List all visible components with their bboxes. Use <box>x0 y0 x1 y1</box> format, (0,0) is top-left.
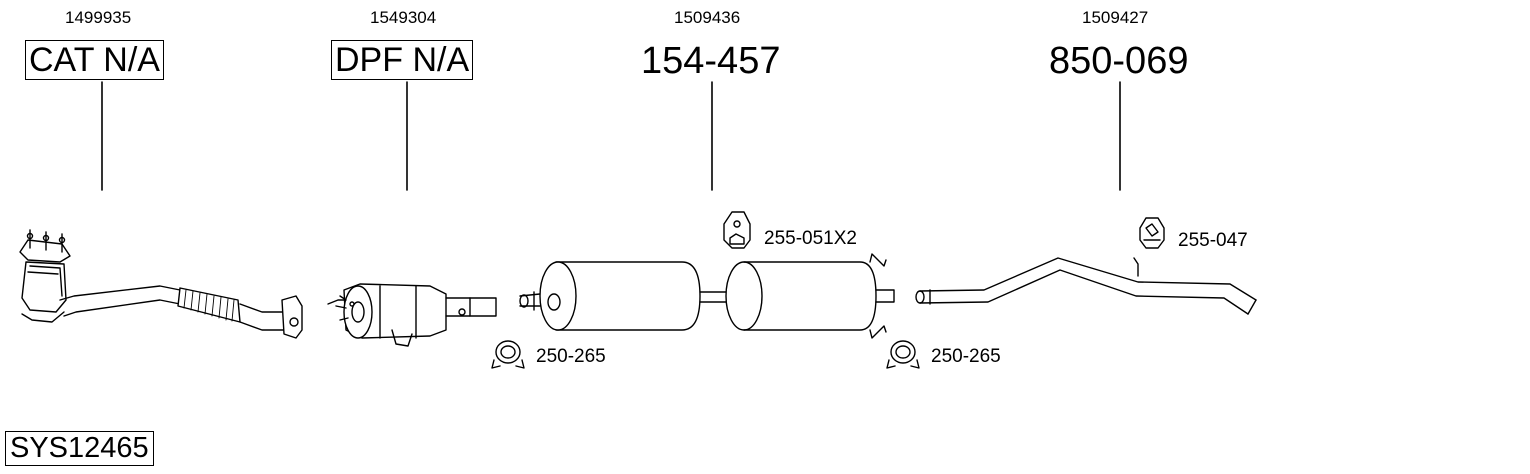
accessory-label-hanger-1[interactable]: 255-051X2 <box>764 228 857 249</box>
rubber-hanger-icon[interactable] <box>723 211 751 249</box>
accessory-label-clamp-2[interactable]: 250-265 <box>931 346 1001 367</box>
leader-lines <box>101 81 1121 191</box>
tailpipe-icon[interactable] <box>915 257 1257 315</box>
oem-number-cat: 1499935 <box>65 8 132 27</box>
catalytic-converter-icon[interactable] <box>19 229 303 339</box>
part-label-cat[interactable]: CAT N/A <box>25 40 164 80</box>
part-label-muffler[interactable]: 154-457 <box>641 40 781 82</box>
silencer-icon[interactable] <box>519 253 895 339</box>
part-label-tailpipe[interactable]: 850-069 <box>1049 40 1189 82</box>
clamp-icon[interactable] <box>886 340 920 369</box>
clamp-icon[interactable] <box>491 340 525 369</box>
accessory-label-clamp-1[interactable]: 250-265 <box>536 346 606 367</box>
rubber-hanger-icon[interactable] <box>1139 217 1165 249</box>
part-label-dpf[interactable]: DPF N/A <box>331 40 474 80</box>
oem-number-dpf: 1549304 <box>370 8 437 27</box>
oem-number-tailpipe: 1509427 <box>1082 8 1149 27</box>
oem-number-muffler: 1509436 <box>674 8 741 27</box>
system-code: SYS12465 <box>5 431 154 466</box>
accessory-label-hanger-2[interactable]: 255-047 <box>1178 230 1248 251</box>
dpf-icon[interactable] <box>327 283 497 347</box>
